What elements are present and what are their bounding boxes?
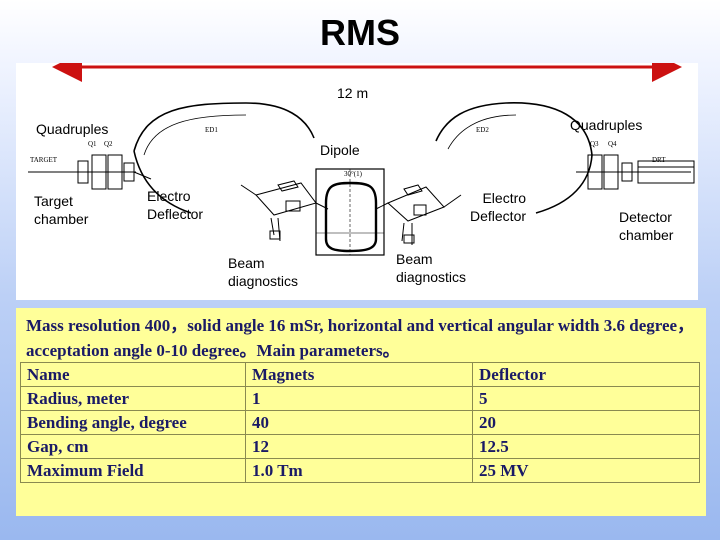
left-deflector-arc bbox=[133, 102, 315, 152]
table-row: Bending angle, degree 40 20 bbox=[20, 410, 700, 435]
dipole-angle-label: 30°(1) bbox=[344, 170, 362, 178]
table-row: Maximum Field 1.0 Tm 25 MV bbox=[20, 458, 700, 483]
table-cell: 25 MV bbox=[472, 458, 700, 483]
parameters-intro: Mass resolution 400，solid angle 16 mSr, … bbox=[26, 316, 695, 360]
target-chamber-label: Target chamber bbox=[34, 193, 89, 227]
left-beamline bbox=[28, 154, 152, 190]
q2-small-label: Q2 bbox=[104, 140, 113, 148]
left-deflector-box bbox=[240, 180, 329, 242]
beam-diagnostics-right-label: Beam diagnostics bbox=[396, 251, 467, 285]
schematic-drawing bbox=[28, 63, 695, 256]
header-name: Name bbox=[20, 362, 246, 387]
right-deflector-arc bbox=[435, 102, 593, 156]
table-cell: 12 bbox=[245, 434, 473, 459]
table-cell: Gap, cm bbox=[20, 434, 246, 459]
electro-deflector-left-label: Electro Deflector bbox=[147, 188, 204, 222]
dipole-label: Dipole bbox=[320, 142, 360, 158]
table-cell: 5 bbox=[472, 386, 700, 411]
table-cell: 20 bbox=[472, 410, 700, 435]
table-cell: 1.0 Tm bbox=[245, 458, 473, 483]
target-small-label: TARGET bbox=[30, 156, 58, 164]
table-cell: 1 bbox=[245, 386, 473, 411]
q1-small-label: Q1 bbox=[88, 140, 97, 148]
q4-small-label: Q4 bbox=[608, 140, 617, 148]
q3-small-label: Q3 bbox=[590, 140, 599, 148]
parameters-table: Name Magnets Deflector Radius, meter 1 5… bbox=[20, 362, 700, 483]
table-cell: Bending angle, degree bbox=[20, 410, 246, 435]
length-label: 12 m bbox=[337, 85, 369, 101]
ed2-small-label: ED2 bbox=[476, 126, 489, 134]
table-row: Gap, cm 12 12.5 bbox=[20, 434, 700, 459]
quadruples-left-label: Quadruples bbox=[36, 121, 109, 137]
table-row: Radius, meter 1 5 bbox=[20, 386, 700, 411]
detector-chamber-label: Detector chamber bbox=[619, 209, 674, 243]
header-magnets: Magnets bbox=[245, 362, 473, 387]
ed1-small-label: ED1 bbox=[205, 126, 218, 134]
page-title: RMS bbox=[320, 12, 400, 53]
quadruples-right-label: Quadruples bbox=[570, 117, 643, 133]
table-cell: Radius, meter bbox=[20, 386, 246, 411]
drt-small-label: DRT bbox=[652, 156, 666, 164]
table-cell: Maximum Field bbox=[20, 458, 246, 483]
dipole-magnet bbox=[315, 168, 385, 256]
table-header-row: Name Magnets Deflector bbox=[20, 362, 700, 387]
header-deflector: Deflector bbox=[472, 362, 700, 387]
parameters-panel: Mass resolution 400，solid angle 16 mSr, … bbox=[16, 308, 706, 516]
table-cell: 40 bbox=[245, 410, 473, 435]
right-deflector-box bbox=[375, 184, 462, 245]
right-beamline bbox=[576, 154, 695, 190]
electro-deflector-right-label: Electro Deflector bbox=[470, 190, 527, 224]
table-cell: 12.5 bbox=[472, 434, 700, 459]
beam-diagnostics-left-label: Beam diagnostics bbox=[228, 255, 299, 289]
rms-schematic: ED1 ED2 TARGET Q1 Q2 Q3 Q4 DRT 30°(1) 12… bbox=[16, 63, 698, 300]
